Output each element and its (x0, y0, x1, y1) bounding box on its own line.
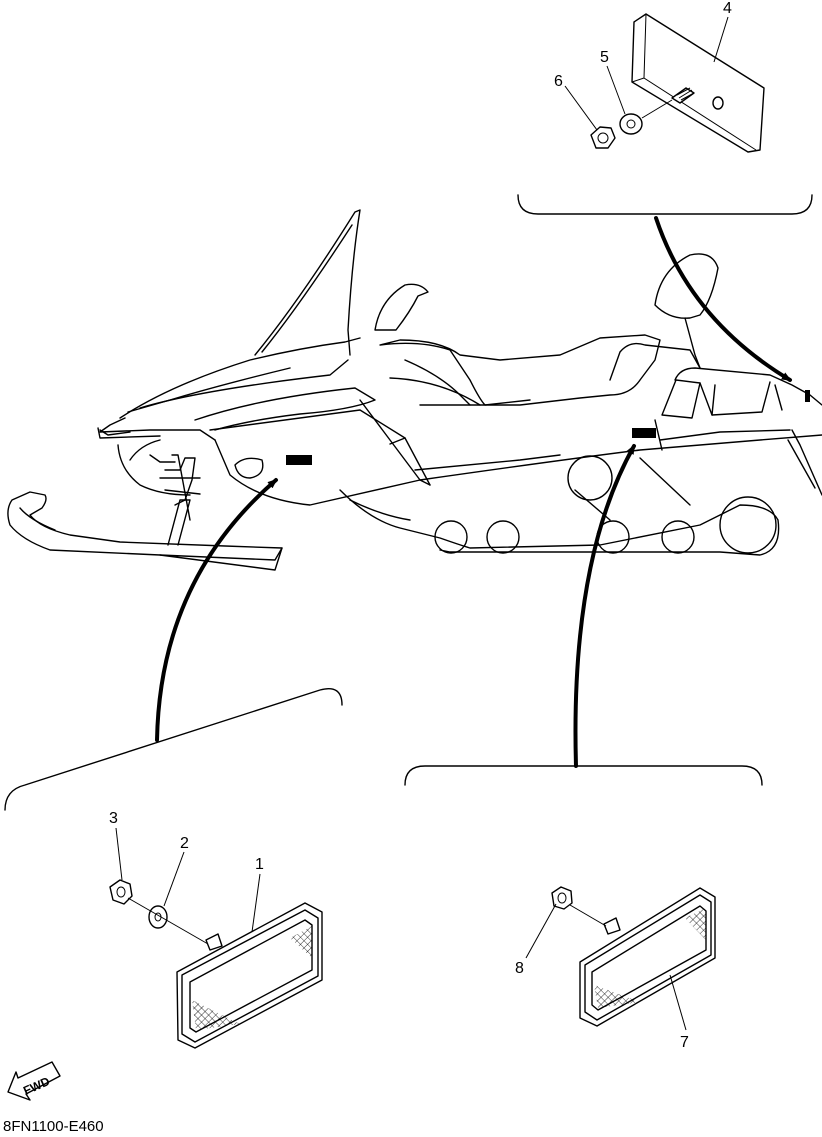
callout-5: 5 (600, 49, 609, 66)
callout-3: 3 (109, 810, 118, 827)
callout-2: 2 (180, 835, 189, 852)
nut-8 (551, 886, 573, 910)
callout-4: 4 (723, 0, 732, 17)
nut-3 (109, 879, 133, 905)
reflector-front-part (176, 902, 323, 1049)
diagram-code: 8FN1100-E460 (3, 1118, 104, 1135)
axis-line-top (641, 99, 673, 119)
callout-7: 7 (680, 1034, 689, 1051)
washer-2 (148, 905, 168, 929)
leader-arrow-front (155, 478, 278, 742)
callout-8: 8 (515, 960, 524, 977)
callout-6: 6 (554, 73, 563, 90)
reflector-rear-part (631, 13, 765, 153)
reflector-side-part (579, 887, 716, 1027)
washer-5 (619, 113, 643, 135)
frame-bottom-left (4, 687, 343, 811)
fwd-arrow-icon: FWD (7, 1061, 61, 1101)
axis-line-bottom-left (127, 897, 209, 945)
nut-6 (590, 126, 616, 149)
frame-top-right (517, 194, 813, 215)
callout-1: 1 (255, 856, 264, 873)
leader-arrow-side (573, 444, 636, 768)
leader-arrow-rear (654, 216, 792, 382)
axis-line-bottom-right (569, 904, 607, 927)
frame-bottom-right (404, 765, 763, 786)
snowmobile-outline (7, 209, 822, 571)
